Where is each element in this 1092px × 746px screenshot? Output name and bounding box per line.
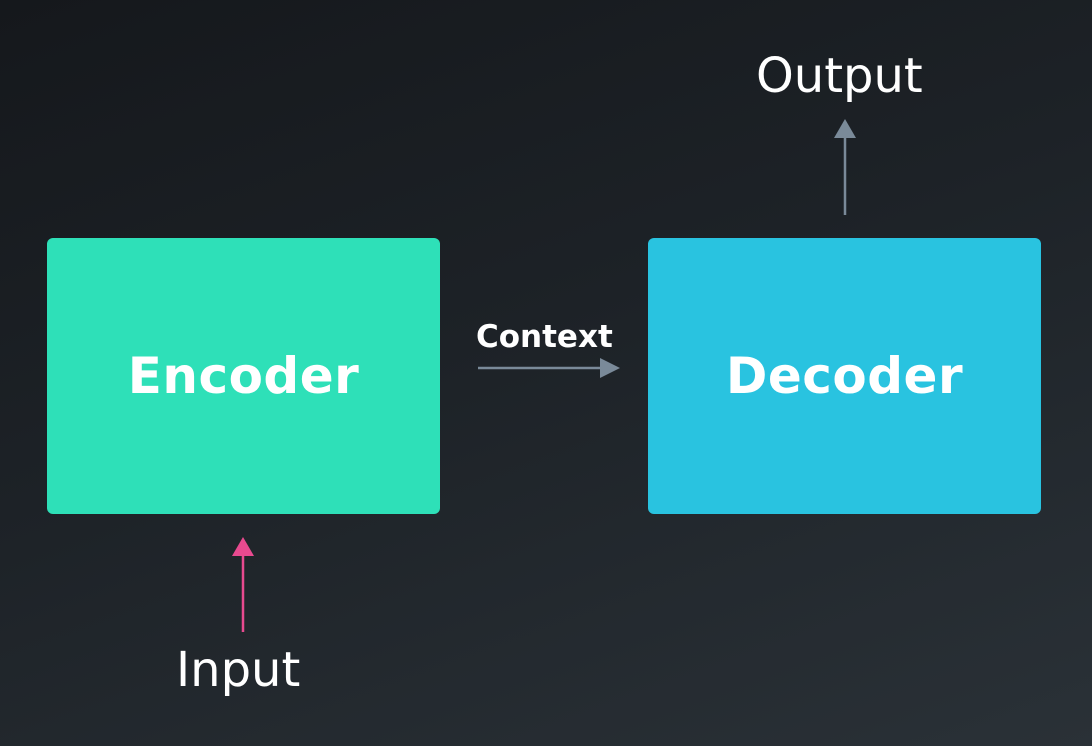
context-arrow [478,358,620,378]
encoder-label: Encoder [127,347,360,405]
decoder-block: Decoder [648,238,1041,514]
input-label: Input [176,642,301,698]
decoder-label: Decoder [725,347,964,405]
encoder-block: Encoder [47,238,440,514]
output-arrow [834,119,856,215]
input-arrow [232,537,254,632]
output-label: Output [756,48,923,104]
context-label: Context [476,319,613,355]
